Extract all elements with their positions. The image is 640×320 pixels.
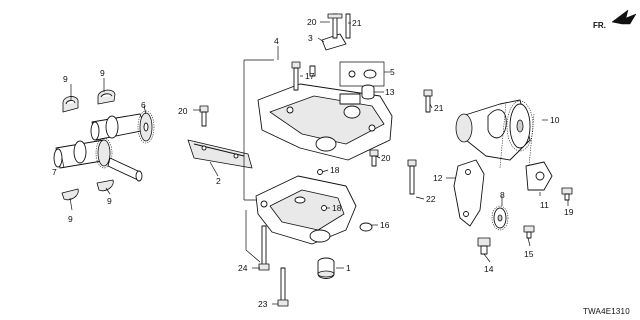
tensioner-bolt <box>523 225 535 239</box>
bolt-upper-housing <box>291 61 301 91</box>
callout-9: 9 <box>68 214 73 224</box>
callout-3: 3 <box>308 33 313 43</box>
bearing-cap-upper-left <box>62 96 79 113</box>
callout-1: 1 <box>346 263 351 273</box>
callout-9: 9 <box>107 196 112 206</box>
callout-8: 8 <box>500 190 505 200</box>
callout-7: 7 <box>52 167 57 177</box>
balancer-sprocket <box>491 205 509 231</box>
gasket-plate <box>187 139 253 169</box>
callout-14: 14 <box>484 264 494 274</box>
callout-2: 2 <box>216 176 221 186</box>
callout-9: 9 <box>63 74 68 84</box>
callout-23: 23 <box>258 299 268 309</box>
arrow-icon <box>611 9 637 25</box>
callout-5: 5 <box>390 67 395 77</box>
callout-16: 16 <box>380 220 390 230</box>
o-ring <box>359 222 373 232</box>
callout-10: 10 <box>550 115 560 125</box>
callout-21: 21 <box>434 103 444 113</box>
callout-18: 18 <box>332 203 342 213</box>
washer-large <box>363 69 377 79</box>
bolt-gasket <box>199 105 209 127</box>
callout-11: 11 <box>540 200 549 210</box>
callout-12: 12 <box>433 173 443 183</box>
callout-13: 13 <box>385 87 395 97</box>
bolt-long-22 <box>407 159 417 195</box>
callout-20: 20 <box>307 17 317 27</box>
callout-18: 18 <box>330 165 340 175</box>
callout-19: 19 <box>564 207 574 217</box>
callout-4: 4 <box>274 36 279 46</box>
collar <box>361 84 375 100</box>
washer-small <box>348 70 356 78</box>
front-direction-label: FR. <box>593 21 606 30</box>
oil-strainer <box>317 257 335 279</box>
callout-22: 22 <box>426 194 436 204</box>
callout-20: 20 <box>178 106 188 116</box>
dowel-pins <box>309 65 327 211</box>
callout-20: 20 <box>381 153 391 163</box>
callout-24: 24 <box>238 263 248 273</box>
callout-labels: 9 9 6 7 9 9 2 20 4 17 20 3 21 5 13 20 21… <box>52 17 574 309</box>
pivot-bolt <box>477 237 491 255</box>
bearing-cap-lower-right <box>96 179 114 192</box>
crankshaft-sprocket <box>455 99 534 161</box>
bearing-cap-upper-right <box>97 89 116 105</box>
callout-15: 15 <box>524 249 534 259</box>
upper-balancer-housing <box>257 83 393 161</box>
diagram-code: TWA4E1310 <box>583 307 630 316</box>
drive-chain <box>499 101 535 177</box>
bolt-long-center <box>369 149 379 167</box>
balancer-shaft-lower <box>53 137 143 182</box>
bolt-right-housing <box>423 89 433 113</box>
chain-guide <box>453 159 485 227</box>
bearing-cap-lower-left <box>61 188 79 201</box>
callout-6: 6 <box>141 100 146 110</box>
lower-housing-frame <box>245 210 261 263</box>
front-direction-arrow: FR. <box>593 9 637 30</box>
bolt-23 <box>277 267 289 307</box>
bolt-bracket <box>321 13 351 51</box>
chain-tensioner <box>525 161 553 191</box>
leader-lines <box>61 21 569 305</box>
callout-17: 17 <box>305 71 315 81</box>
bolt-24 <box>258 225 270 271</box>
lower-balancer-housing <box>255 175 357 245</box>
callout-21: 21 <box>352 18 362 28</box>
guide-bolt <box>561 187 573 201</box>
callout-9: 9 <box>100 68 105 78</box>
balancer-shaft-upper <box>90 110 155 144</box>
washer-set-frame <box>339 61 385 87</box>
